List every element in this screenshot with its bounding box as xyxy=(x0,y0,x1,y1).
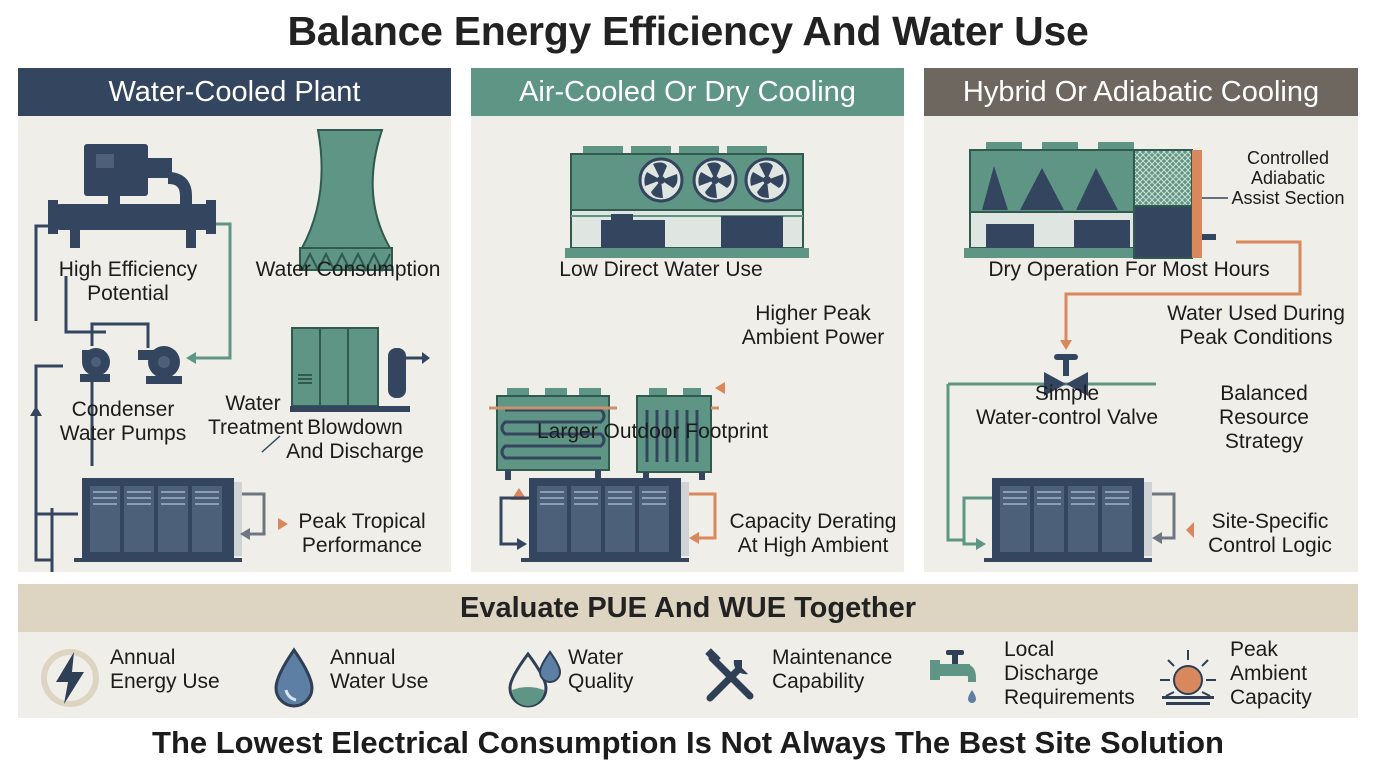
peak-water-line xyxy=(1064,240,1302,342)
criterion-energy: Annual Energy Use xyxy=(38,642,258,712)
treatment-label: Water Treatment xyxy=(208,392,303,439)
water-treatment-skid-icon xyxy=(261,327,430,453)
water-rack-label: Peak Tropical Performance xyxy=(298,510,426,557)
tower-label: Water Consumption xyxy=(255,258,441,281)
rack-hot-air-arrow xyxy=(242,492,266,536)
sun-icon xyxy=(1160,650,1216,705)
tools-icon xyxy=(705,648,754,702)
criterion-text: Annual Water Use xyxy=(330,646,429,693)
footprint-label: Larger Outdoor Footprint xyxy=(537,420,769,443)
tower-supply-line xyxy=(193,222,232,360)
low-water-label: Low Direct Water Use xyxy=(559,258,763,281)
evaluate-section: Evaluate PUE And WUE Together Annual Ene… xyxy=(18,584,1358,718)
water-control-valve-icon xyxy=(948,354,1156,396)
fan-icon-3 xyxy=(744,157,790,203)
criterion-water-use: Annual Water Use xyxy=(266,642,466,712)
server-rack-icon xyxy=(984,478,1152,562)
criterion-water-quality: Water Quality xyxy=(504,642,704,712)
cooling-tower-icon xyxy=(299,129,393,273)
air-cooled-schematic xyxy=(489,146,809,562)
condenser-coil-icon-2 xyxy=(636,388,719,480)
chiller-icon xyxy=(48,144,216,248)
criterion-text: Annual Energy Use xyxy=(110,646,220,693)
footer-statement: The Lowest Electrical Consumption Is Not… xyxy=(152,725,1224,760)
condenser-pump-icon-2 xyxy=(138,346,182,384)
criterion-discharge: Local Discharge Requirements xyxy=(928,638,1148,712)
hybrid-cooler-icon xyxy=(964,142,1216,259)
criterion-text: Water Quality xyxy=(568,646,634,693)
dry-operation-label: Dry Operation For Most Hours xyxy=(988,258,1270,281)
evaluate-header: Evaluate PUE And WUE Together xyxy=(18,584,1358,632)
page-title: Balance Energy Efficiency And Water Use xyxy=(287,8,1089,54)
air-cooled-panel: Air-Cooled Or Dry Cooling xyxy=(471,68,904,572)
balanced-label: Balanced Resource Strategy xyxy=(1219,382,1309,453)
hybrid-header: Hybrid Or Adiabatic Cooling xyxy=(924,68,1358,116)
valve-label: Simple Water-control Valve xyxy=(975,382,1159,429)
water-cooled-schematic xyxy=(30,129,430,572)
water-cooled-header: Water-Cooled Plant xyxy=(18,68,451,116)
criterion-text: Peak Ambient Capacity xyxy=(1230,638,1312,709)
server-rack-icon xyxy=(521,478,689,562)
lightning-icon xyxy=(41,649,99,707)
pumps-label: Condenser Water Pumps xyxy=(59,398,187,445)
chiller-label: High Efficiency Potential xyxy=(58,258,198,305)
air-rack-label: Capacity Derating At High Ambient xyxy=(729,510,897,557)
hybrid-rack-label: Site-Specific Control Logic xyxy=(1208,510,1332,557)
water-drop-icon xyxy=(274,647,314,708)
fan-icon-2 xyxy=(692,157,738,203)
hybrid-schematic xyxy=(946,142,1302,562)
criterion-maintenance: Maintenance Capability xyxy=(698,642,898,712)
control-marker-icon xyxy=(1186,522,1194,538)
peak-power-label: Higher Peak Ambient Power xyxy=(741,302,885,349)
peak-marker-icon xyxy=(278,518,288,530)
criterion-text: Maintenance Capability xyxy=(772,646,893,693)
peak-water-label: Water Used During Peak Conditions xyxy=(1167,302,1345,349)
hybrid-panel: Hybrid Or Adiabatic Cooling xyxy=(924,68,1358,572)
condenser-coil-icon-1 xyxy=(489,388,617,480)
condenser-pump-icon-1 xyxy=(80,348,110,382)
air-cooled-header: Air-Cooled Or Dry Cooling xyxy=(471,68,904,116)
blowdown-label: Blowdown And Discharge xyxy=(286,416,424,463)
server-rack-icon xyxy=(74,478,242,562)
peak-power-marker-icon xyxy=(715,382,725,394)
water-quality-icon xyxy=(508,650,562,708)
fan-icon-1 xyxy=(638,157,684,203)
criterion-peak-ambient: Peak Ambient Capacity xyxy=(1156,638,1356,712)
assist-label: Controlled Adiabatic Assist Section xyxy=(1231,148,1345,208)
faucet-icon xyxy=(930,650,976,703)
water-cooled-panel: Water-Cooled Plant xyxy=(18,68,451,572)
criterion-text: Local Discharge Requirements xyxy=(1004,638,1135,709)
